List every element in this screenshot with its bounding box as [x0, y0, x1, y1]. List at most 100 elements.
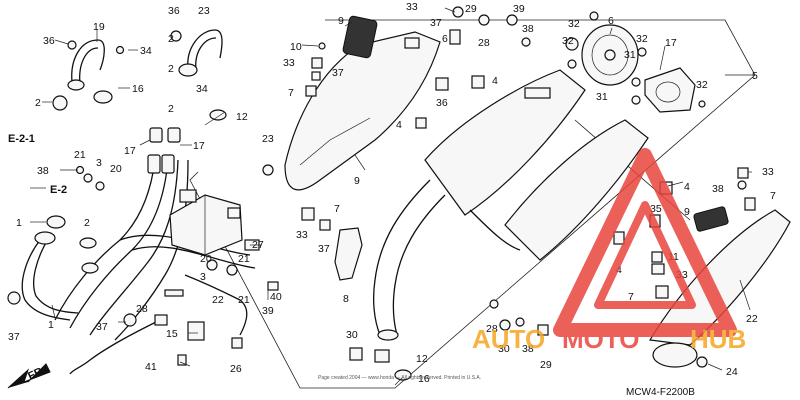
callout-label[interactable]: 32 [636, 33, 648, 45]
callout-label[interactable]: 20 [110, 163, 122, 175]
callout-label[interactable]: 20 [200, 253, 212, 265]
callout-label[interactable]: 37 [96, 321, 108, 333]
callout-label[interactable]: 9 [354, 175, 360, 187]
callout-label[interactable]: 4 [396, 119, 402, 131]
callout-label[interactable]: 39 [513, 3, 525, 15]
callout-label[interactable]: 28 [486, 323, 498, 335]
callout-label[interactable]: 37 [430, 17, 442, 29]
callout-label[interactable]: 38 [37, 165, 49, 177]
callout-label[interactable]: 8 [343, 293, 349, 305]
callout-label[interactable]: 2 [168, 103, 174, 115]
callout-label[interactable]: 3 [200, 271, 206, 283]
callout-label[interactable]: 36 [436, 97, 448, 109]
callout-label[interactable]: 26 [230, 363, 242, 375]
callout-label[interactable]: 29 [465, 3, 477, 15]
callout-label[interactable]: 34 [196, 83, 208, 95]
callout-label[interactable]: 38 [522, 343, 534, 355]
callout-label[interactable]: 2 [168, 33, 174, 45]
callout-label[interactable]: 32 [696, 79, 708, 91]
callout-label[interactable]: 39 [262, 305, 274, 317]
copyright-text: Page created 2004 — www.honda — All righ… [318, 375, 481, 381]
callout-label[interactable]: 2 [168, 63, 174, 75]
callout-label[interactable]: 6 [442, 33, 448, 45]
callout-label[interactable]: 6 [608, 15, 614, 27]
callout-label[interactable]: 33 [296, 229, 308, 241]
callout-label[interactable]: 17 [665, 37, 677, 49]
callout-label[interactable]: 33 [406, 1, 418, 13]
callout-label[interactable]: 7 [288, 87, 294, 99]
watermark-logo: AUTO MOTO HUB [472, 148, 746, 354]
callout-label[interactable]: 37 [318, 243, 330, 255]
callout-label[interactable]: 7 [628, 291, 634, 303]
catalyst-chamber [169, 189, 243, 256]
callout-label[interactable]: 7 [334, 203, 340, 215]
callout-label[interactable]: 12 [416, 353, 428, 365]
callout-label[interactable]: 10 [290, 41, 302, 53]
callout-label[interactable]: 21 [238, 294, 250, 306]
callout-label[interactable]: 4 [616, 264, 622, 276]
callout-label[interactable]: 37 [8, 331, 20, 343]
callout-label[interactable]: 31 [596, 91, 608, 103]
callout-label[interactable]: 4 [684, 181, 690, 193]
callout-label[interactable]: 28 [136, 303, 148, 315]
callout-label[interactable]: 29 [540, 359, 552, 371]
cover-18 [644, 67, 696, 113]
callout-label[interactable]: 40 [270, 291, 282, 303]
callout-label[interactable]: 7 [770, 190, 776, 202]
callout-label[interactable]: 22 [746, 313, 758, 325]
section-ref-e-2[interactable]: E-2 [50, 184, 67, 196]
callout-label[interactable]: 1 [16, 217, 22, 229]
callout-label[interactable]: 23 [262, 133, 274, 145]
callout-label[interactable]: 38 [712, 183, 724, 195]
callout-label[interactable]: 33 [762, 166, 774, 178]
muffler-left [373, 69, 586, 341]
callout-label[interactable]: 16 [132, 83, 144, 95]
cover-6 [581, 24, 639, 86]
watermark-brand-c: HUB [690, 324, 746, 354]
callout-label[interactable]: 34 [140, 45, 152, 57]
callout-label[interactable]: 32 [562, 35, 574, 47]
callout-label[interactable]: 30 [498, 343, 510, 355]
callout-label[interactable]: 3 [96, 157, 102, 169]
callout-label[interactable]: 37 [332, 67, 344, 79]
callout-label[interactable]: 4 [492, 75, 498, 87]
callout-label[interactable]: 22 [212, 294, 224, 306]
callout-label[interactable]: 36 [43, 35, 55, 47]
callout-label[interactable]: 19 [93, 21, 105, 33]
callout-label[interactable]: 2 [35, 97, 41, 109]
watermark-brand-a: AUTO [472, 324, 545, 354]
callout-label[interactable]: 38 [522, 23, 534, 35]
callout-label[interactable]: 5 [752, 70, 758, 82]
callout-label[interactable]: 35 [650, 203, 662, 215]
callout-label[interactable]: 23 [198, 5, 210, 17]
callout-label[interactable]: 17 [124, 145, 136, 157]
callout-label[interactable]: 27 [252, 239, 264, 251]
callout-label[interactable]: 2 [84, 217, 90, 229]
section-ref-e-2-1[interactable]: E-2-1 [8, 133, 35, 145]
diagram-code: MCW4-F2200B [626, 387, 695, 398]
callout-label[interactable]: 17 [193, 140, 205, 152]
muffler-right [469, 119, 649, 261]
callout-label[interactable]: 15 [166, 328, 178, 340]
callout-label[interactable]: 16 [418, 373, 430, 385]
front-direction-arrow: FR. [7, 363, 51, 389]
leader-lines [30, 7, 752, 386]
callout-label[interactable]: 33 [283, 57, 295, 69]
callout-label[interactable]: 21 [74, 149, 86, 161]
protector-9-top [342, 15, 378, 59]
callout-label[interactable]: 30 [346, 329, 358, 341]
heat-shield-10 [284, 31, 441, 191]
callout-label[interactable]: 32 [568, 18, 580, 30]
watermark-brand-b: MOTO [562, 324, 640, 354]
callout-label[interactable]: 9 [684, 206, 690, 218]
callout-label[interactable]: 31 [624, 49, 636, 61]
callout-label[interactable]: 28 [478, 37, 490, 49]
callout-label[interactable]: 24 [726, 366, 738, 378]
callout-label[interactable]: 1 [48, 319, 54, 331]
callout-label[interactable]: 41 [145, 361, 157, 373]
callout-label[interactable]: 21 [238, 253, 250, 265]
callout-label[interactable]: 9 [338, 15, 344, 27]
callout-label[interactable]: 12 [236, 111, 248, 123]
callout-label[interactable]: 36 [168, 5, 180, 17]
